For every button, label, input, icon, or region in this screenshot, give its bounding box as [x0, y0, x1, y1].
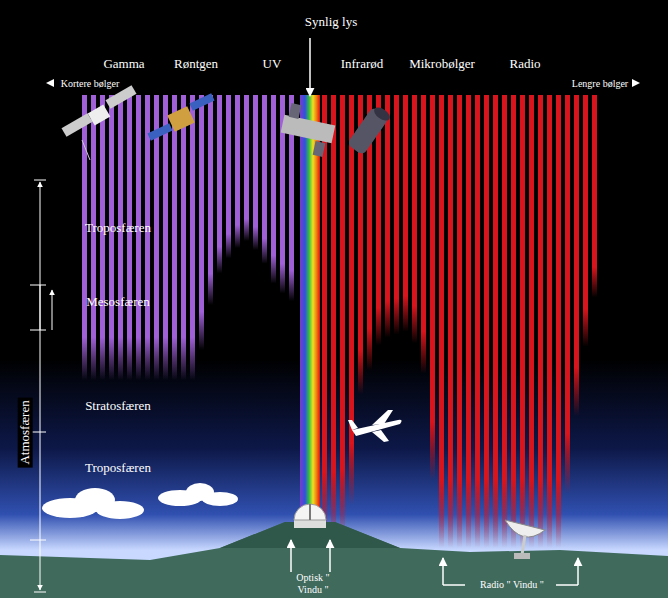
spectrum-stripe [511, 95, 516, 548]
ground [0, 522, 668, 598]
spectrum-stripe [493, 95, 498, 548]
spectrum-stripe [235, 95, 240, 248]
telescope [347, 105, 393, 156]
spectrum-stripe [385, 95, 390, 338]
spectrum-stripe [403, 95, 408, 332]
layer-label: Troposfæren [85, 461, 151, 476]
layer-label: Mesosfæren [86, 295, 150, 310]
spectrum-stripe [271, 95, 276, 284]
spectrum-stripe [253, 95, 258, 250]
spectrum-stripe [502, 95, 507, 548]
arrow-left [46, 79, 54, 87]
atmosphere-bracket [30, 180, 46, 592]
spectrum-stripe [520, 95, 525, 548]
satellite [147, 93, 214, 140]
spectrum-stripe [82, 95, 87, 380]
spectrum-stripe [349, 95, 354, 505]
band-label: UV [263, 57, 282, 72]
direction-label: Kortere bølger [61, 78, 120, 90]
spectrum-stripe [322, 95, 327, 540]
spectrum-stripe [466, 95, 471, 548]
spectrum-stripe [394, 95, 399, 335]
layer-label: Stratosfæren [85, 399, 151, 414]
spectrum-stripe [172, 95, 177, 380]
spectrum-stripe [244, 95, 249, 241]
spectrum-stripe [100, 95, 105, 380]
spectrum-stripe [91, 95, 96, 380]
spectrum-stripe [208, 95, 213, 305]
spectrum-stripe [199, 95, 204, 350]
spectrum-stripe [163, 95, 168, 380]
band-label: Infrarød [341, 57, 384, 72]
spectrum-stripe [136, 95, 141, 380]
spectrum-stripe [547, 95, 552, 548]
spectrum-stripe [331, 95, 336, 540]
spectrum-stripe [574, 95, 579, 416]
spectrum-stripe [439, 95, 444, 548]
spectrum-stripe [340, 95, 345, 536]
spectrum-stripe [118, 95, 123, 380]
spectrum-stripe [448, 95, 453, 548]
spectrum-stripe [457, 95, 462, 548]
spectrum-stripe [109, 95, 114, 380]
band-label: Gamma [103, 57, 144, 72]
arrow-up [52, 290, 53, 330]
visible-band [300, 95, 320, 530]
visible-arrow [309, 38, 311, 96]
window-label: Optisk " Vindu " [285, 572, 341, 595]
layer-label: Troposfæren [85, 221, 151, 236]
window-label: Radio " Vindu " [478, 579, 546, 591]
airplane [348, 410, 402, 442]
arrow-right [632, 79, 640, 87]
spectrum-stripe [529, 95, 534, 548]
spectrum-stripe [262, 95, 267, 264]
spectrum-stripe [430, 95, 435, 480]
satellite [62, 85, 137, 160]
spectrum-stripe [421, 95, 426, 373]
spectrum-stripe [592, 95, 597, 298]
visible-light-label: Synlig lys [305, 15, 357, 30]
spectrum-stripe [226, 95, 231, 258]
spectrum-stripe [583, 95, 588, 347]
spectrum-stripe [181, 95, 186, 380]
band-label: Mikrobølger [409, 57, 475, 72]
axis-label: Atmosfæren [18, 397, 33, 467]
spectrum-stripe [538, 95, 543, 548]
spectrum-stripe [565, 95, 570, 493]
band-label: Røntgen [174, 57, 218, 72]
spectrum-stripe [556, 95, 561, 548]
spectrum-stripe [145, 95, 150, 380]
spectrum-stripe [217, 95, 222, 273]
spectrum-stripe [484, 95, 489, 548]
spectrum-stripe [412, 95, 417, 343]
radio-dish [505, 520, 545, 559]
spectrum-stripe [475, 95, 480, 548]
observatory-dome [294, 504, 326, 528]
spectrum-stripes [82, 95, 597, 548]
spectrum-stripe [127, 95, 132, 380]
spectrum-stripe [190, 95, 195, 380]
telescope [281, 103, 336, 157]
band-label: Radio [509, 57, 540, 72]
clouds [42, 483, 238, 519]
direction-label: Lengre bølger [572, 78, 628, 90]
